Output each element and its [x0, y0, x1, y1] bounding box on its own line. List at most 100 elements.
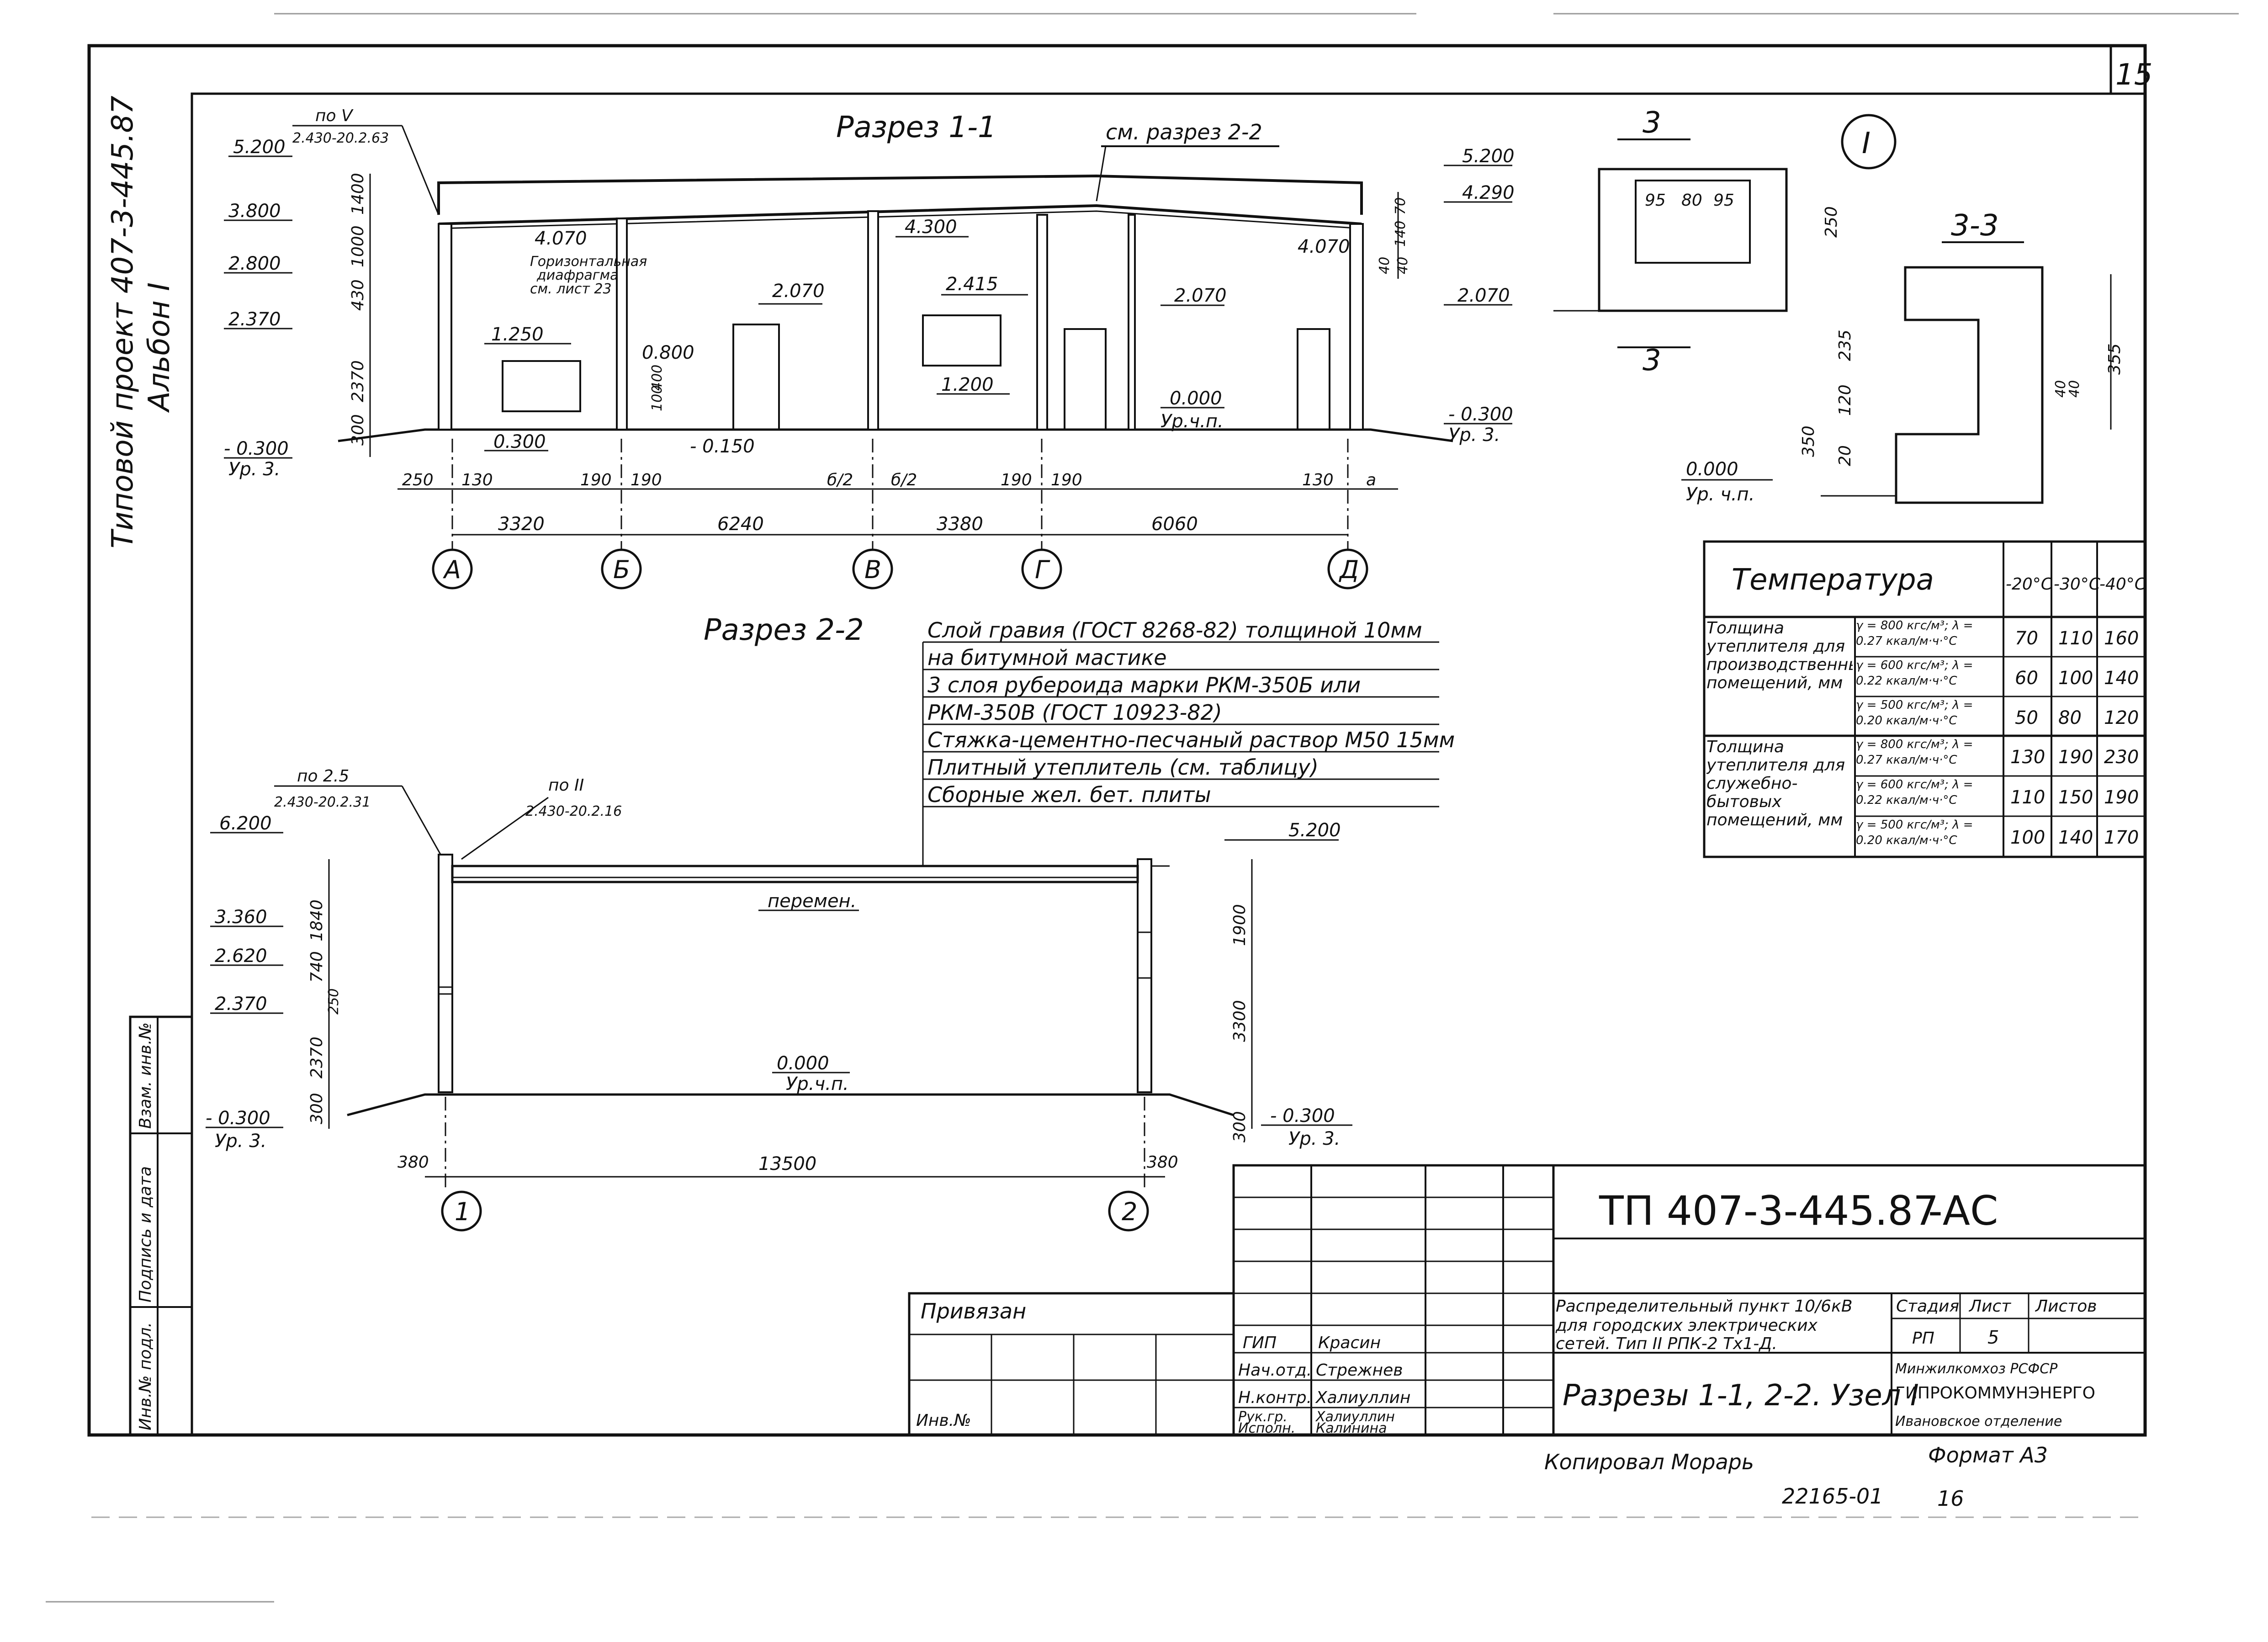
- s2-h-2370: 2370: [307, 1036, 326, 1079]
- param-row-6: γ = 500 кгс/м³; λ = 0.20 ккал/м·ч·°С: [1856, 818, 1973, 847]
- cell-1-1: 70: [2015, 628, 2038, 649]
- s1-mark-2415: 2.415: [946, 274, 998, 295]
- s2-level-2370: 2.370: [215, 994, 267, 1015]
- s3-title: 3-3: [1951, 209, 1999, 243]
- cell-6-2: 140: [2058, 827, 2093, 848]
- margin-note-line-1: Типовой проект 407-3-445.87: [106, 96, 140, 548]
- cell-3-2: 80: [2058, 707, 2082, 728]
- axis-A: А: [443, 555, 461, 584]
- s1-d-b2b: б/2: [891, 471, 917, 489]
- s1-level-2800: 2.800: [228, 253, 281, 274]
- cell-6-3: 170: [2104, 827, 2139, 848]
- section-1-1-ref: см. разрез 2-2: [1106, 120, 1262, 144]
- s1-left-levels: 5.200 3.800 2.800 2.370 - 0.300 Ур. 3. 1…: [224, 137, 371, 480]
- name-2: Стрежнев: [1316, 1361, 1403, 1380]
- cell-5-2: 150: [2058, 787, 2093, 808]
- s3-r-40a: 40: [2053, 380, 2069, 398]
- name-3: Халиуллин: [1315, 1388, 1410, 1407]
- org-line-3: Ивановское отделение: [1895, 1414, 2062, 1429]
- group-label-production: Толщина утеплителя для производственных …: [1706, 619, 1853, 692]
- role-rukgr: Рук.гр.: [1238, 1409, 1288, 1425]
- org-line-2: ГИПРОКОММУНЭНЕРГО: [1895, 1384, 2095, 1403]
- role-nkontr: Н.контр.: [1238, 1388, 1312, 1407]
- cut-label-top: 3: [1643, 106, 1661, 140]
- cell-2-2: 100: [2058, 668, 2093, 689]
- s1-rh-70: 70: [1393, 197, 1409, 215]
- s1-d-250: 250: [402, 471, 434, 489]
- s1-mark-neg0150: - 0.150: [690, 436, 755, 457]
- desc-line-3: сетей. Тип II РПК-2 Тх1-Д.: [1556, 1334, 1777, 1353]
- s3-r-20: 20: [1836, 445, 1855, 466]
- s1-r-5200: 5.200: [1462, 146, 1515, 167]
- sheet-value: 5: [1987, 1327, 1999, 1348]
- section-1-1: Разрез 1-1 см. разрез 2-2 по V 2.430-20.…: [224, 106, 1515, 590]
- s2-dim-13500: 13500: [758, 1153, 816, 1174]
- sheet-title: Разрезы 1-1, 2-2. Узел I: [1563, 1379, 1919, 1413]
- s3-r-350: 350: [1799, 425, 1818, 457]
- section-2-2: Разрез 2-2 Слой гравия (ГОСТ 8268-82) то…: [206, 613, 1455, 1232]
- stage-label: Стадия: [1896, 1297, 1959, 1316]
- s1-mark-1250: 1.250: [491, 324, 544, 345]
- s2-left-levels: 6.200 3.360 2.620 2.370 - 0.300 Ур. 3. 1…: [206, 813, 342, 1152]
- s1-rh-40b: 40: [1395, 257, 1411, 274]
- stamp-signature: Подпись и дата: [136, 1166, 155, 1302]
- axis-V: В: [864, 555, 881, 584]
- param-row-4: γ = 800 кгс/м³; λ = 0.27 ккал/м·ч·°С: [1856, 738, 1973, 767]
- cell-4-2: 190: [2058, 747, 2093, 768]
- role-gip: ГИП: [1243, 1334, 1277, 1352]
- role-ispoln: Исполн.: [1238, 1420, 1295, 1436]
- org-line-1: Минжилкомхоз РСФСР: [1895, 1361, 2058, 1377]
- s1-r-ur3: Ур. 3.: [1448, 425, 1500, 446]
- s1-mark-0300: 0.300: [493, 431, 546, 452]
- table-header-30: -30°C: [2054, 575, 2101, 594]
- section-3-3: 3 3 95 80 95 250 I 3-3 235 120 350 20 40…: [1553, 106, 2124, 505]
- diaphragm-note-3: см. лист 23: [530, 281, 612, 297]
- format-label: Формат А3: [1928, 1443, 2048, 1467]
- axis-1: 1: [455, 1197, 470, 1226]
- s1-mark-2070b: 2.070: [1174, 285, 1227, 306]
- cut-label-bottom: 3: [1643, 344, 1661, 377]
- node-ref-top: по V: [315, 106, 354, 125]
- s1-h-1400: 1400: [349, 173, 367, 215]
- s1-level-ur3: Ур. 3.: [228, 459, 280, 480]
- sheet-label: Лист: [1968, 1297, 2011, 1316]
- node-ref-bottom: 2.430-20.2.63: [292, 130, 389, 146]
- cell-5-3: 190: [2104, 787, 2139, 808]
- s3-d-95b: 95: [1713, 191, 1734, 210]
- doc-suffix: -АС: [1928, 1187, 1998, 1234]
- cell-4-3: 230: [2104, 747, 2139, 768]
- section-1-1-title: Разрез 1-1: [836, 111, 996, 144]
- s3-r-355: 355: [2105, 343, 2124, 375]
- s2-node-ref-a1: по 2.5: [297, 767, 349, 786]
- cell-5-1: 110: [2010, 787, 2045, 808]
- layer-7: Сборные жел. бет. плиты: [927, 782, 1211, 807]
- name-4: Халиуллин: [1315, 1409, 1395, 1425]
- s1-span-6060: 6060: [1151, 514, 1198, 535]
- layer-2: на битумной мастике: [927, 645, 1167, 670]
- s3-d-80: 80: [1681, 191, 1702, 210]
- s1-level-neg0300: - 0.300: [224, 438, 289, 459]
- axis-B: Б: [613, 555, 630, 584]
- cell-2-1: 60: [2015, 668, 2038, 689]
- s1-mark-4070a: 4.070: [535, 228, 587, 249]
- s1-h-2370: 2370: [349, 360, 367, 402]
- s2-node-ref-b2: 2.430-20.2.16: [525, 803, 622, 819]
- doc-code: ТП 407-3-445.87: [1599, 1187, 1939, 1234]
- cell-6-1: 100: [2010, 827, 2045, 848]
- s1-h-1000: 1000: [349, 225, 367, 267]
- s1-mark-2070a: 2.070: [772, 281, 825, 302]
- s2-r-neg0300: - 0.300: [1270, 1105, 1335, 1127]
- s2-dim-380b: 380: [1147, 1153, 1178, 1172]
- s1-mark-4070b: 4.070: [1298, 236, 1350, 257]
- cell-3-1: 50: [2015, 707, 2038, 728]
- table-header-40: -40°C: [2099, 575, 2146, 594]
- s1-level-2370: 2.370: [228, 309, 281, 330]
- s1-spans: 3320 6240 3380 6060: [452, 514, 1348, 536]
- node-I: I: [1862, 127, 1871, 160]
- s2-rh-3300: 3300: [1230, 1000, 1249, 1042]
- margin-note-line-2: Альбон I: [143, 282, 176, 413]
- layer-6: Плитный утеплитель (см. таблицу): [927, 755, 1319, 780]
- s2-rh-1900: 1900: [1230, 904, 1249, 946]
- s3-d-95a: 95: [1645, 191, 1666, 210]
